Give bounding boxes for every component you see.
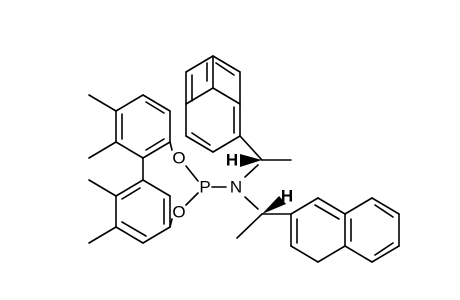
- methyl-bond: [88, 179, 117, 197]
- methyl-bond: [88, 226, 117, 244]
- n-ch-bond: [244, 164, 259, 178]
- upper-naphthalene: [185, 55, 241, 153]
- wedge-bond: [262, 196, 286, 214]
- lower-biaryl-ring: [115, 179, 171, 244]
- oxygen-lower-label: O: [172, 203, 185, 222]
- lower-stereocenter: [236, 196, 292, 239]
- upper-stereocenter: [239, 135, 292, 167]
- methyl-bond: [88, 141, 117, 159]
- aryl-bond: [239, 135, 263, 161]
- wedge-bond: [240, 154, 262, 167]
- nitrogen-label: N: [230, 178, 242, 197]
- phosphoramidite-core: [169, 141, 227, 228]
- oxygen-upper-label: O: [172, 149, 185, 168]
- n-ch-bond: [244, 196, 259, 210]
- methyl-groups: [88, 94, 117, 244]
- hydrogen-upper-label: H: [226, 151, 238, 170]
- methyl-bond: [236, 213, 263, 239]
- methyl-bond: [88, 94, 117, 112]
- upper-biaryl-ring: [115, 94, 171, 159]
- hydrogen-lower-label: H: [281, 187, 293, 206]
- phosphorus-label: P: [199, 178, 210, 197]
- lower-naphthalene: [290, 197, 400, 263]
